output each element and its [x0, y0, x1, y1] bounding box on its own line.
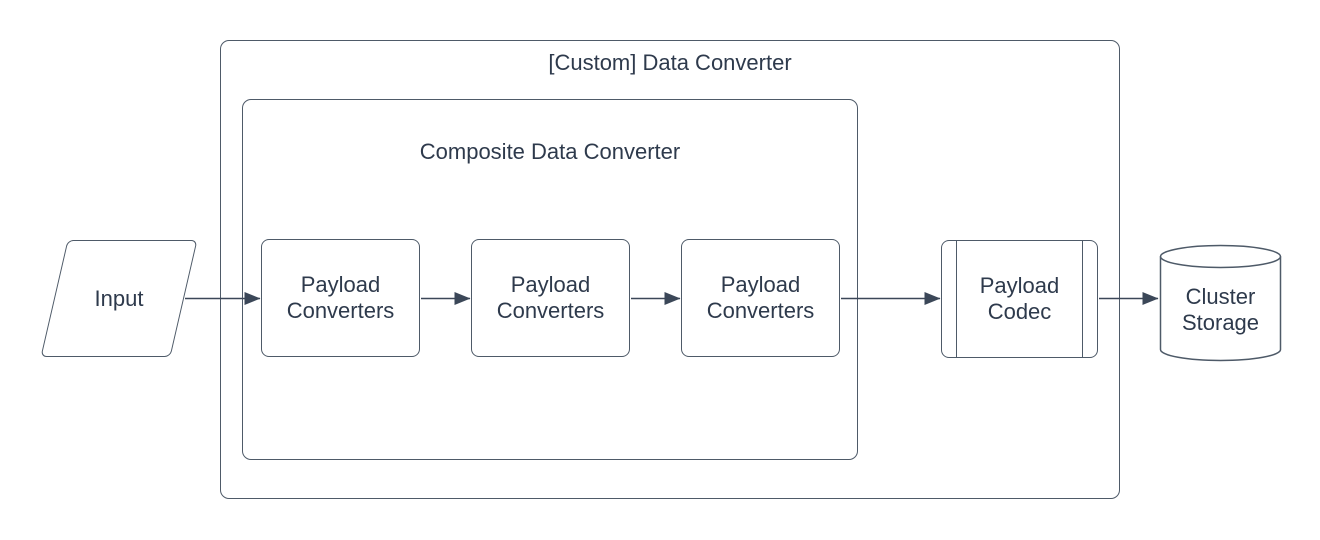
payload-converters-2-label: Payload Converters — [496, 272, 605, 323]
outer-container-title: [Custom] Data Converter — [548, 50, 792, 75]
input-label: Input — [94, 285, 144, 311]
node-payload-converters-1: Payload Converters — [261, 239, 420, 357]
codec-left-bar — [956, 241, 957, 357]
payload-converters-3-label: Payload Converters — [706, 272, 815, 323]
payload-codec-label: Payload Codec — [979, 273, 1060, 324]
cluster-storage-label: Cluster Storage — [1181, 284, 1260, 335]
node-payload-codec: Payload Codec — [941, 240, 1098, 358]
node-cluster-storage: Cluster Storage — [1159, 244, 1282, 362]
cylinder-shape — [1159, 244, 1282, 362]
inner-container-title: Composite Data Converter — [419, 139, 681, 164]
payload-converters-1-label: Payload Converters — [286, 272, 395, 323]
composite-data-converter-container: Composite Data Converter — [242, 99, 858, 460]
node-payload-converters-3: Payload Converters — [681, 239, 840, 357]
node-input: Input — [40, 240, 198, 357]
codec-right-bar — [1082, 241, 1083, 357]
custom-data-converter-container: [Custom] Data Converter — [220, 40, 1120, 499]
node-payload-converters-2: Payload Converters — [471, 239, 630, 357]
